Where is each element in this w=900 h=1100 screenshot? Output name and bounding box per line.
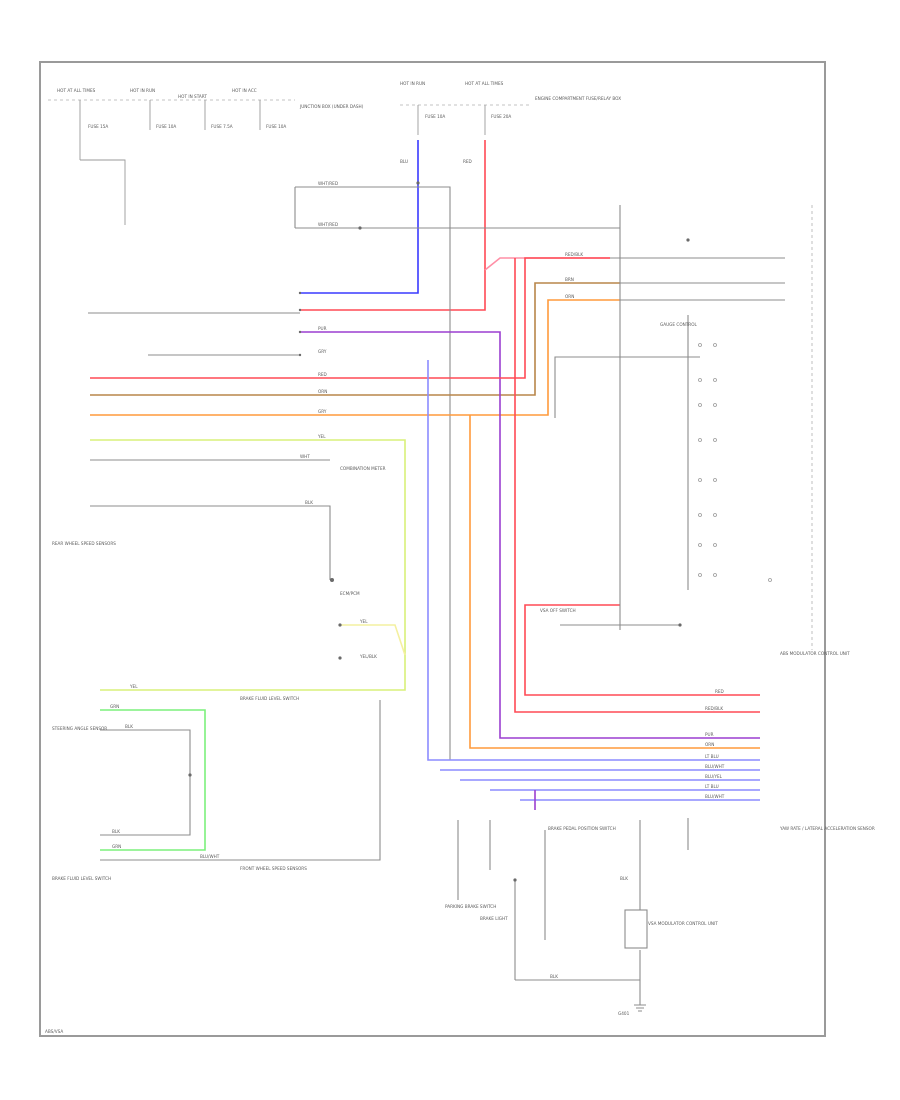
label-hot-at-all-times-2: HOT AT ALL TIMES — [465, 81, 504, 86]
wire-tag-2: WHT/RED — [318, 222, 338, 227]
wire-tag-13: YEL — [317, 434, 326, 439]
label-hot-in-start: HOT IN START — [178, 94, 207, 99]
junction-dots — [188, 181, 690, 882]
label-vsa-modulator: VSA MODULATOR CONTROL UNIT — [648, 921, 718, 926]
label-yaw-rate: YAW RATE / LATERAL ACCELERATION SENSOR — [779, 826, 875, 831]
wire-gray-right-side — [554, 356, 700, 418]
label-front-sensor-2: BRAKE FLUID LEVEL SWITCH — [240, 696, 299, 701]
switch-contacts — [698, 343, 772, 582]
wire-tag-4: RED — [463, 159, 472, 164]
wire-tag-23: BLU/WHT — [200, 854, 220, 859]
wire-tag-25: RED/BLK — [705, 706, 723, 711]
wire-gray-bottom-3 — [515, 950, 641, 981]
wire-yellow — [340, 624, 406, 656]
wire-tag-17: YEL/BLK — [359, 654, 377, 659]
wire-lightblue-1 — [427, 360, 760, 761]
wire-tag-20: BLK — [125, 724, 133, 729]
wire-tag-27: ORN — [705, 742, 714, 747]
wire-tag-33: BLK — [620, 876, 628, 881]
wire-tag-12: GRY — [318, 409, 327, 414]
wire-green — [100, 709, 206, 851]
wire-gray-low-3 — [100, 729, 191, 836]
label-hot-in-run: HOT IN RUN — [130, 88, 155, 93]
label-hot-in-run-2: HOT IN RUN — [400, 81, 425, 86]
wire-tag-15: BLK — [305, 500, 313, 505]
label-data-link: REAR WHEEL SPEED SENSORS — [52, 541, 116, 546]
wire-tag-22: GRN — [112, 844, 121, 849]
wire-tag-3: BLU — [400, 159, 408, 164]
wire-tag-28: LT BLU — [705, 754, 719, 759]
label-ecm-pcm: ECM/PCM — [340, 591, 360, 596]
label-footer: ABS/VSA — [45, 1029, 63, 1034]
wire-tag-19: GRN — [110, 704, 119, 709]
diagram-frame — [39, 61, 826, 1037]
wire-blue — [300, 140, 419, 294]
wire-gray-1 — [295, 186, 451, 760]
label-abs-module: ABS MODULATOR CONTROL UNIT — [780, 651, 850, 656]
wire-tag-31: LT BLU — [705, 784, 719, 789]
label-g-ground: G401 — [618, 1011, 630, 1016]
label-junction-box: JUNCTION BOX (UNDER DASH) — [299, 104, 364, 109]
wire-pink-abs — [524, 604, 760, 696]
wire-tag-5: RED/BLK — [565, 252, 583, 257]
label-steering-angle: STEERING ANGLE SENSOR — [52, 726, 107, 731]
fuse-label-1: FUSE 15A — [88, 124, 108, 129]
wire-tag-10: RED — [318, 372, 327, 377]
wire-orange — [90, 299, 620, 416]
wire-tag-24: RED — [715, 689, 724, 694]
wire-tag-1: WHT/RED — [318, 181, 338, 186]
wire-pink-right — [484, 257, 610, 271]
wire-red-long — [90, 257, 610, 379]
wire-gray-low-2 — [90, 505, 331, 580]
wire-tag-11: ORN — [318, 389, 327, 394]
fuse-label-5: FUSE 10A — [425, 114, 445, 119]
wire-tag-34: BLK — [550, 974, 558, 979]
label-combination-meter: COMBINATION METER — [340, 466, 386, 471]
wire-tags: WHT/RED WHT/RED BLU RED RED/BLK BRN ORN … — [110, 159, 725, 979]
wire-tag-30: BLU/YEL — [705, 774, 723, 779]
wire-tag-7: ORN — [565, 294, 574, 299]
label-parking-brake: PARKING BRAKE SWITCH — [445, 904, 496, 909]
wire-red-top — [300, 140, 486, 311]
label-engine-compartment-fuse: ENGINE COMPARTMENT FUSE/RELAY BOX — [535, 96, 621, 101]
wire-tag-8: PUR — [318, 326, 327, 331]
wire-tag-32: BLU/WHT — [705, 794, 725, 799]
wire-tag-6: BRN — [565, 277, 574, 282]
label-rear-wheel: FRONT WHEEL SPEED SENSORS — [240, 866, 307, 871]
wire-yellow-green — [90, 439, 406, 691]
wire-tag-16: YEL — [359, 619, 368, 624]
ground-symbol — [634, 1004, 646, 1012]
wire-brown — [90, 282, 620, 396]
fuse-label-2: FUSE 10A — [156, 124, 176, 129]
fuse-label-4: FUSE 10A — [266, 124, 286, 129]
wire-tag-21: BLK — [112, 829, 120, 834]
wire-gray-low-4 — [100, 700, 381, 861]
wire-tag-14: WHT — [300, 454, 310, 459]
fuse-label-6: FUSE 20A — [491, 114, 511, 119]
label-hot-in-acc: HOT IN ACC — [232, 88, 257, 93]
label-vsa-switch: VSA OFF SWITCH — [540, 608, 576, 613]
wire-tag-29: BLU/WHT — [705, 764, 725, 769]
label-hot-at-all-times: HOT AT ALL TIMES — [57, 88, 96, 93]
label-front-wheel: BRAKE FLUID LEVEL SWITCH — [52, 876, 111, 881]
fuse-group-top-middle: FUSE 10A FUSE 20A — [417, 105, 511, 135]
wire-tag-9: GRY — [318, 349, 327, 354]
label-fluid-sw: BRAKE LIGHT — [480, 916, 508, 921]
wire-tag-18: YEL — [129, 684, 138, 689]
wire-tag-26: PUR — [705, 732, 714, 737]
vsa-modulator-box — [624, 909, 648, 949]
fuse-label-3: FUSE 7.5A — [211, 124, 233, 129]
label-brake-switch: BRAKE PEDAL POSITION SWITCH — [548, 826, 616, 831]
fuse-group-top-left: FUSE 15A FUSE 10A FUSE 7.5A FUSE 10A — [79, 100, 286, 225]
wire-orange-long — [469, 415, 760, 749]
label-gauge-ctrl: GAUGE CONTROL — [660, 322, 698, 327]
wire-red-right — [514, 258, 760, 713]
wire-purple — [300, 331, 760, 739]
